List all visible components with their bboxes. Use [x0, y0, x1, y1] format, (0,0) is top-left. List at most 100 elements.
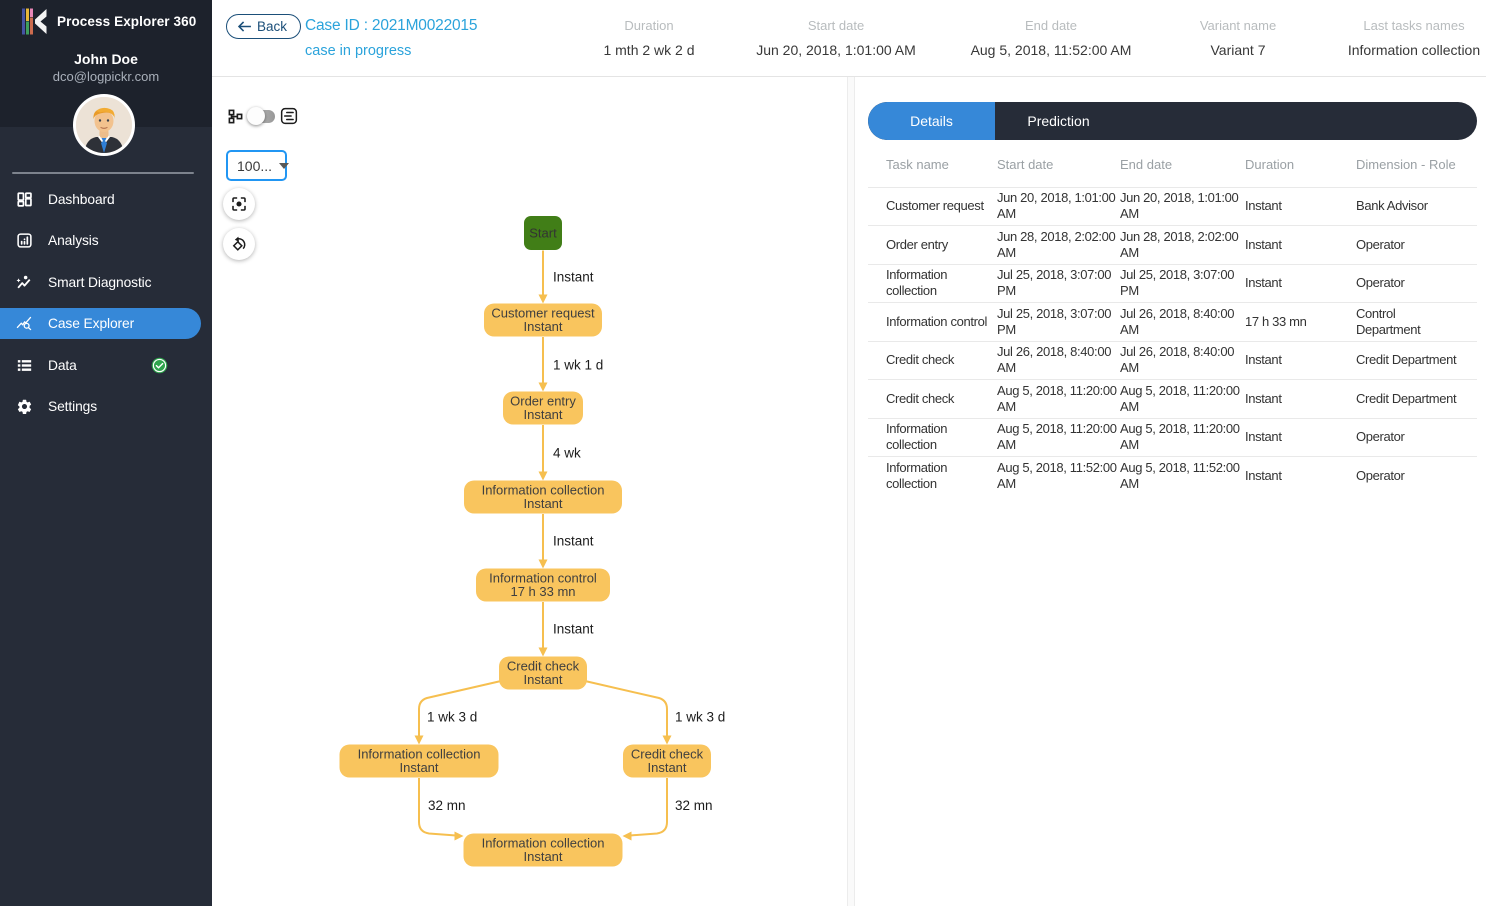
view-toggle-switch[interactable] [247, 107, 277, 125]
field-value: 1 mth 2 wk 2 d [603, 42, 695, 58]
back-arrow-icon [237, 21, 251, 32]
graph-edge-arrowhead [662, 735, 672, 745]
table-cell: Jun 28, 2018, 2:02:00 AM [997, 228, 1116, 260]
table-cell: Instant [1245, 198, 1282, 214]
graph-node-start[interactable]: Start [524, 216, 562, 250]
zoom-value: 100... [237, 157, 273, 174]
field-label: Start date [807, 18, 865, 33]
zoom-select[interactable]: 100... [226, 150, 290, 181]
tab-details[interactable]: Details [868, 102, 995, 140]
graph-edge-label: Instant [553, 534, 594, 549]
tab-prediction[interactable]: Prediction [995, 102, 1122, 140]
settings-icon [16, 398, 33, 415]
column-header: End date [1120, 157, 1173, 172]
table-cell: Credit Department [1356, 390, 1457, 406]
sidebar-item-label: Settings [48, 398, 98, 414]
table-cell: Information control [886, 313, 988, 329]
table-cell: Instant [1245, 429, 1282, 445]
sidebar: Process Explorer 360 John Doe dco@logpic… [0, 0, 212, 906]
graph-edge-arrowhead [538, 382, 548, 392]
sidebar-item-settings[interactable]: Settings [0, 391, 212, 422]
graph-node-label: Information collection [482, 836, 605, 851]
table-cell: Information collection [886, 421, 948, 453]
field-value: Jun 20, 2018, 1:01:00 AM [756, 42, 916, 58]
back-button[interactable]: Back [226, 14, 302, 39]
graph-edge-label: 1 wk 3 d [427, 710, 477, 725]
sidebar-divider [12, 172, 194, 174]
graph-edge-arrowhead [538, 559, 548, 569]
table-cell: Information collection [886, 267, 948, 299]
case-id: Case ID : 2021M0022015 [305, 17, 478, 34]
column-header: Dimension - Role [1356, 157, 1456, 172]
sidebar-item-data[interactable]: Data [0, 350, 212, 381]
avatar-image [76, 97, 132, 153]
caret-down-icon [279, 162, 290, 169]
graph-view-icon [228, 109, 243, 124]
center-graph-button[interactable] [223, 188, 255, 220]
graph-node-duration: 17 h 33 mn [510, 584, 575, 599]
sidebar-item-analysis[interactable]: Analysis [0, 225, 212, 256]
view-toggle-row [228, 107, 298, 125]
column-header: Duration [1245, 157, 1295, 172]
table-cell: Information collection [886, 459, 948, 491]
avatar[interactable] [73, 94, 135, 156]
event-log-view-icon [280, 107, 298, 125]
graph-node-duration: Instant [399, 760, 438, 775]
column-header: Task name [886, 157, 949, 172]
table-cell: Credit check [886, 390, 955, 406]
sidebar-item-dashboard[interactable]: Dashboard [0, 184, 212, 215]
app-title: Process Explorer 360 [57, 14, 197, 29]
toggle-knob [247, 107, 265, 125]
field-label: Last tasks names [1363, 18, 1465, 33]
data-icon [16, 357, 33, 374]
table-cell: Bank Advisor [1356, 198, 1428, 214]
table-cell: 17 h 33 mn [1245, 313, 1307, 329]
sidebar-item-label: Analysis [48, 233, 99, 249]
table-cell: Jun 20, 2018, 1:01:00 AM [997, 190, 1116, 222]
field-label: Variant name [1199, 18, 1277, 33]
table-cell: Credit Department [1356, 352, 1457, 368]
table-cell: Operator [1356, 467, 1405, 483]
table-cell: Instant [1245, 275, 1282, 291]
sidebar-item-case-explorer[interactable]: Case Explorer [0, 308, 212, 340]
graph-edge-arrowhead [538, 647, 548, 657]
table-cell: Instant [1245, 390, 1282, 406]
graph-edge-label: 4 wk [553, 446, 581, 461]
tab-label: Details [910, 113, 953, 129]
table-cell: Instant [1245, 352, 1282, 368]
graph-node-box [476, 568, 610, 602]
reset-view-button[interactable] [223, 228, 255, 260]
field-value: Information collection [1347, 42, 1481, 58]
details-tabbar: Details Prediction [868, 102, 1477, 140]
table-cell: Order entry [886, 236, 948, 252]
table-cell: Control Department [1356, 305, 1421, 337]
table-cell: Aug 5, 2018, 11:20:00 AM [997, 382, 1117, 414]
center-focus-icon [230, 195, 248, 213]
scrollbar-gutter[interactable] [847, 77, 855, 906]
graph-node-box [484, 303, 602, 337]
smart-diagnostic-icon [16, 274, 33, 291]
sidebar-item-smart-diagnostic[interactable]: Smart Diagnostic [0, 267, 212, 298]
